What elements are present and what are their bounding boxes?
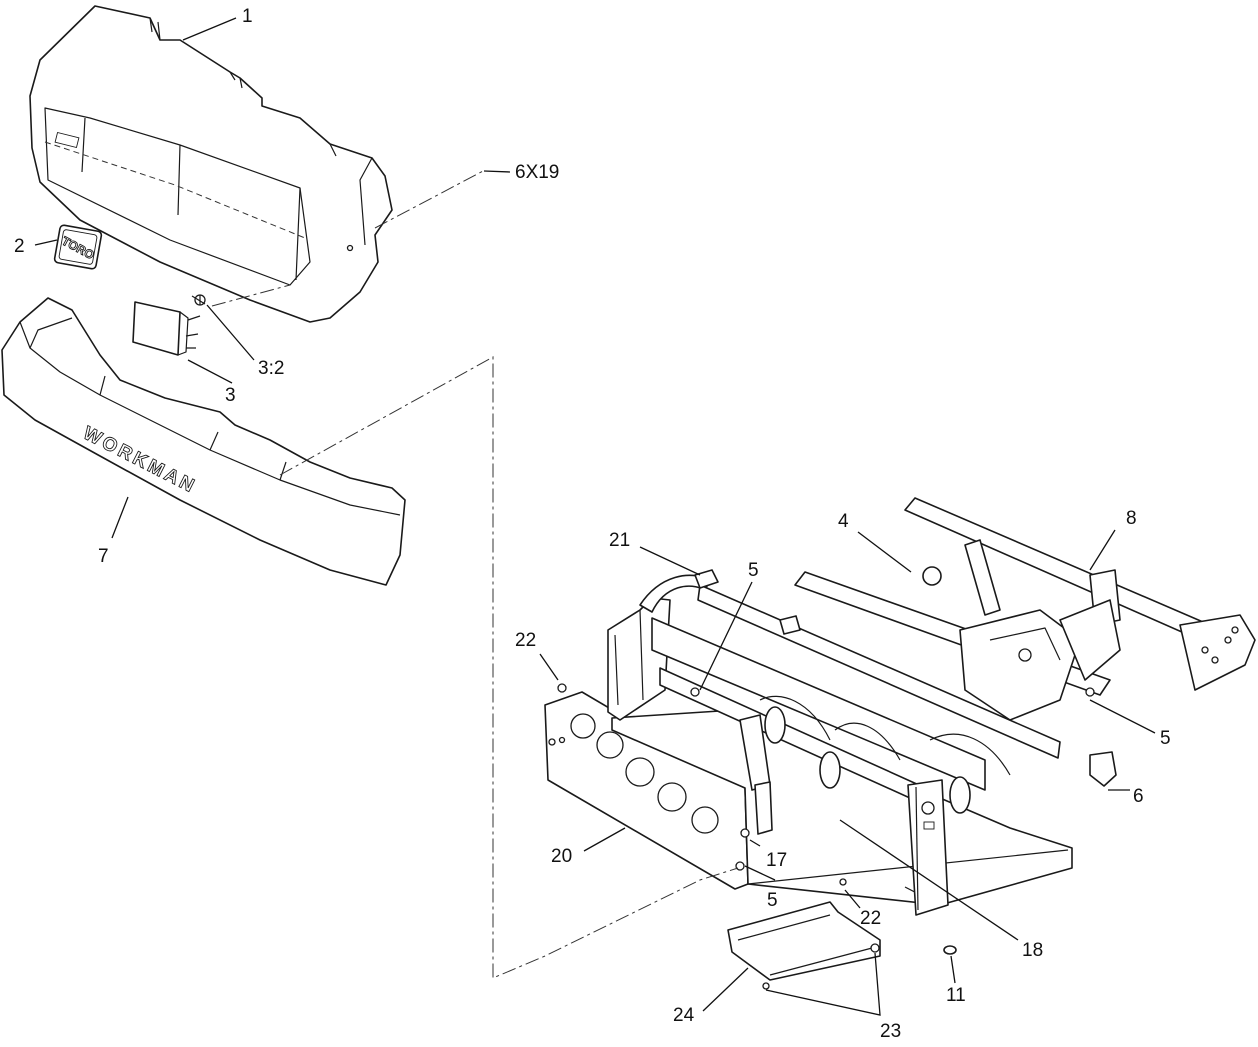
callout-23: 23 [880, 1021, 901, 1042]
callout-6: 6 [1133, 786, 1144, 807]
leader-lines [34, 17, 1156, 1016]
callout-21: 21 [609, 530, 630, 551]
toro-decal-part: TORO [53, 224, 103, 270]
callout-3: 3 [225, 385, 236, 406]
bumper-frame-line-top [279, 356, 739, 979]
callout-22-left: 22 [515, 630, 536, 651]
callout-22-bottom: 22 [860, 908, 881, 929]
callout-11: 11 [946, 985, 966, 1006]
callout-4: 4 [838, 511, 849, 532]
callout-5-bottom: 5 [767, 890, 778, 911]
callout-5-right: 5 [1160, 728, 1171, 749]
callout-6x19: 6X19 [515, 162, 559, 183]
callout-8: 8 [1126, 508, 1137, 529]
headlight-line [211, 284, 291, 307]
callout-7: 7 [98, 546, 109, 567]
callout-2: 2 [14, 236, 25, 257]
callout-3-2: 3:2 [258, 358, 284, 379]
bumper-part: WORKMAN [1, 297, 406, 586]
callout-1: 1 [242, 6, 253, 27]
callout-18: 18 [1022, 940, 1043, 961]
hood-fastener-line [374, 169, 486, 229]
headlight-part [132, 294, 206, 356]
callout-20: 20 [551, 846, 572, 867]
callout-17: 17 [766, 850, 787, 871]
frame-assembly [544, 497, 1256, 990]
callout-5-top: 5 [748, 560, 759, 581]
hood-part [29, 5, 393, 323]
callout-24: 24 [673, 1005, 695, 1026]
